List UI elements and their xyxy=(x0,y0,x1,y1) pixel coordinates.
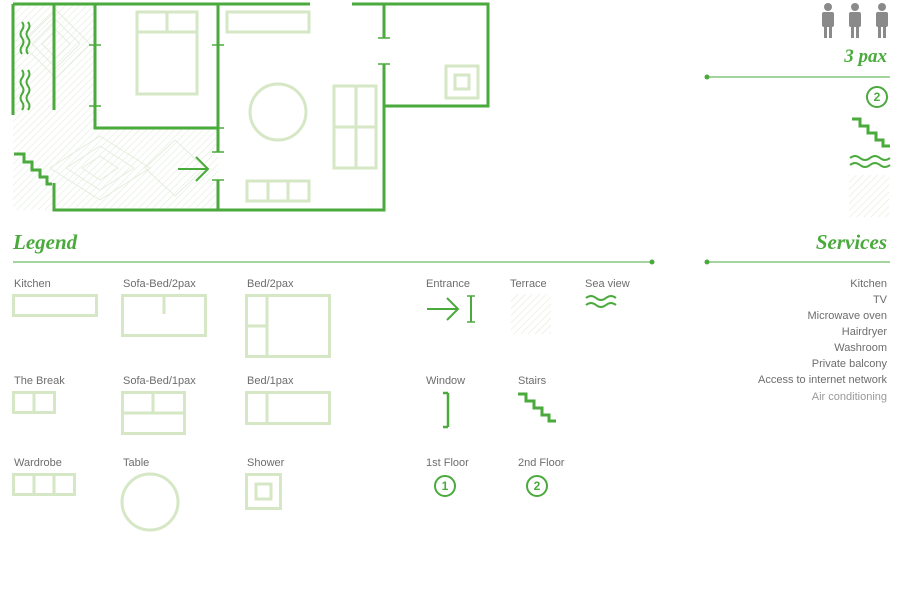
entrance-symbol xyxy=(427,295,475,323)
bed-2pax-symbol xyxy=(245,294,331,358)
legend-label-wardrobe: Wardrobe xyxy=(14,457,62,469)
stairs-symbol xyxy=(518,392,556,423)
sea-view-symbol xyxy=(585,295,617,308)
service-item: Microwave oven xyxy=(807,310,887,322)
legend-label-entrance: Entrance xyxy=(426,278,471,290)
table-round xyxy=(248,82,308,142)
floor-badge-current: 2 xyxy=(866,86,888,108)
sea-view-waves xyxy=(19,21,31,111)
person-icon xyxy=(822,3,834,38)
sea-view-icon xyxy=(849,155,891,168)
legend-label-sea-view: Sea view xyxy=(585,278,630,290)
legend-label-sofa-bed-2pax: Sofa-Bed/2pax xyxy=(123,278,196,290)
floor-badge-current-number: 2 xyxy=(873,90,881,104)
person-icons xyxy=(822,3,888,38)
service-item: Air conditioning xyxy=(811,391,887,403)
legend-label-bed-1pax: Bed/1pax xyxy=(247,375,294,387)
service-item: Kitchen xyxy=(850,278,887,290)
shower-symbol xyxy=(245,473,282,510)
legend-title: Legend xyxy=(13,230,78,254)
furniture xyxy=(135,10,480,203)
person-icon xyxy=(849,3,861,38)
legend-label-bed-2pax: Bed/2pax xyxy=(247,278,294,290)
services-title: Services xyxy=(815,230,887,254)
shower xyxy=(444,64,480,100)
service-item: TV xyxy=(872,294,887,306)
legend-label-shower: Shower xyxy=(247,457,285,469)
second-floor-badge: 2 xyxy=(526,475,548,497)
kitchen-symbol xyxy=(12,294,98,317)
terrace-swatch xyxy=(849,175,889,217)
legend-label-first-floor: 1st Floor xyxy=(426,457,469,469)
legend-label-stairs: Stairs xyxy=(518,375,547,387)
kitchen-counter xyxy=(225,10,311,34)
legend-label-sofa-bed-1pax: Sofa-Bed/1pax xyxy=(123,375,196,387)
walls xyxy=(11,2,490,212)
services-divider xyxy=(704,259,890,265)
service-item: Washroom xyxy=(834,342,887,354)
stairs-icon xyxy=(852,117,890,148)
service-item: Access to internet network xyxy=(757,374,887,386)
pax-count: 3 pax xyxy=(844,46,887,67)
second-floor-badge-number: 2 xyxy=(533,479,541,493)
legend-label-the-break: The Break xyxy=(14,375,65,387)
entrance-arrow xyxy=(178,156,210,182)
bed-1pax-symbol xyxy=(245,391,331,425)
wardrobe-symbol xyxy=(12,473,76,496)
window-symbol xyxy=(443,391,450,429)
sofa-bed-1pax-symbol xyxy=(121,391,186,435)
legend-divider xyxy=(13,259,655,265)
first-floor-badge-number: 1 xyxy=(441,479,449,493)
legend-label-window: Window xyxy=(426,375,466,387)
sofa-bed-2pax-symbol xyxy=(121,294,207,337)
table-symbol xyxy=(120,472,180,532)
stairs-plan xyxy=(14,152,52,186)
terrace-symbol xyxy=(511,294,551,334)
legend-label-kitchen: Kitchen xyxy=(14,278,51,290)
legend-label-second-floor: 2nd Floor xyxy=(518,457,565,469)
person-icon xyxy=(876,3,888,38)
terrace-area xyxy=(13,4,218,210)
legend-label-table: Table xyxy=(123,457,150,469)
service-item: Private balcony xyxy=(811,358,887,370)
pax-divider xyxy=(704,74,890,80)
service-item: Hairdryer xyxy=(841,326,887,338)
the-break-symbol xyxy=(12,391,56,414)
legend-label-terrace: Terrace xyxy=(510,278,547,290)
wardrobe xyxy=(245,179,311,203)
terrace-pattern xyxy=(21,9,206,201)
first-floor-badge: 1 xyxy=(434,475,456,497)
